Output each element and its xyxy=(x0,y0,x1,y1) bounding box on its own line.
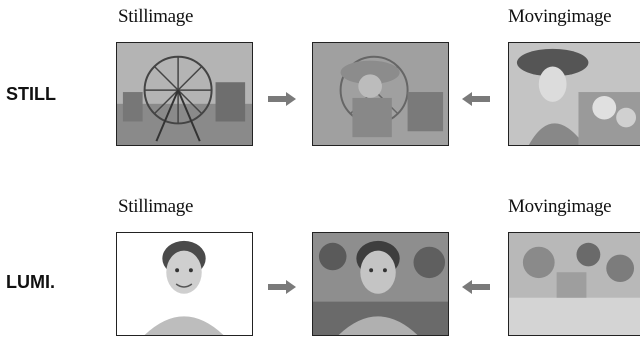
combined-image-thumbnail xyxy=(312,42,449,146)
arrow-left-icon xyxy=(462,92,490,106)
arrow-right-icon xyxy=(268,92,296,106)
still-image-thumbnail-ferris-wheel xyxy=(116,42,253,146)
mode-label-still: STILL xyxy=(6,84,56,104)
moving-image-thumbnail-woman-hat xyxy=(508,42,640,146)
still-image-caption-bottom: Stillimage xyxy=(118,196,194,217)
moving-image-thumbnail-garden xyxy=(508,232,640,336)
combined-image-thumbnail-lumi xyxy=(312,232,449,336)
still-image-thumbnail-portrait xyxy=(116,232,253,336)
still-image-caption-top: Stillimage xyxy=(118,6,194,27)
arrow-left-icon xyxy=(462,280,490,294)
moving-image-caption-top: Movingimage xyxy=(508,6,612,27)
moving-image-caption-bottom: Movingimage xyxy=(508,196,612,217)
arrow-right-icon xyxy=(268,280,296,294)
mode-label-lumi: LUMI. xyxy=(6,272,55,292)
